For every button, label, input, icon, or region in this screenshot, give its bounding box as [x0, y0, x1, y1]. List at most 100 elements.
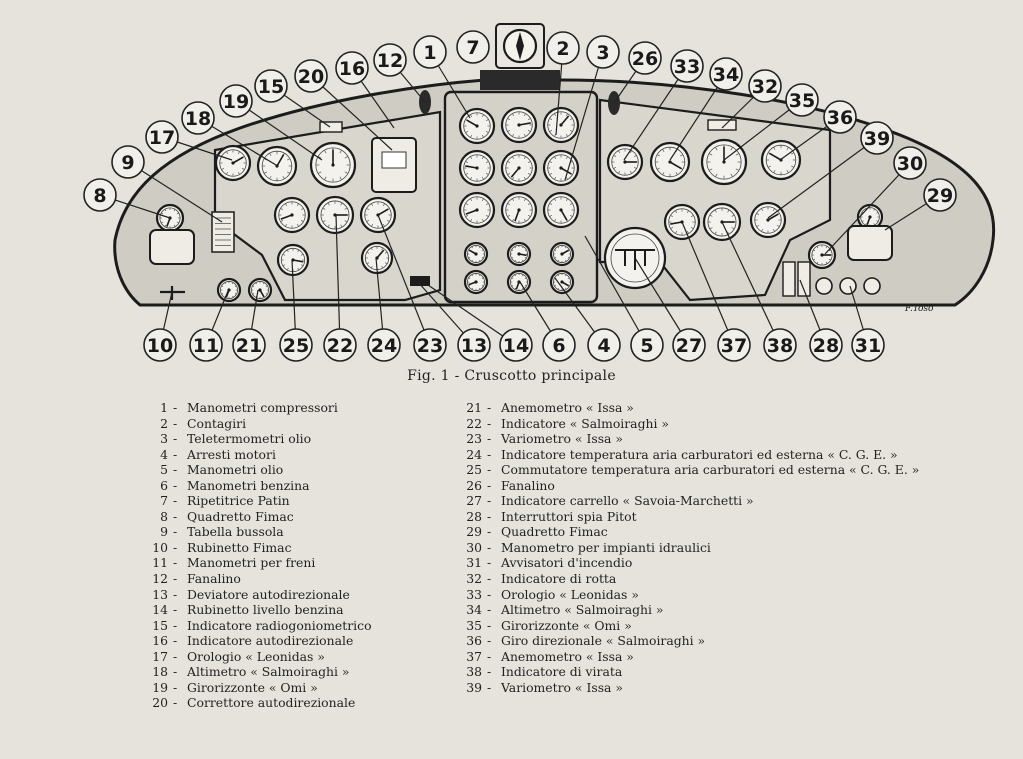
legend-label: Correttore autodirezionale: [187, 695, 356, 711]
gauge-dial: [309, 141, 357, 189]
legend-number: 32: [466, 571, 482, 587]
callout-number: 16: [339, 58, 365, 80]
legend-entry-29: 29-Quadretto Fimac: [454, 524, 1019, 540]
legend-entry-5: 5-Manometri olio: [140, 462, 430, 478]
callout-25: 25: [279, 328, 313, 362]
callout-20: 20: [294, 59, 328, 93]
callout-15: 15: [254, 69, 288, 103]
legend-label: Anemometro « Issa »: [501, 400, 634, 415]
gauge-dial: [315, 195, 355, 235]
legend-dash: -: [173, 602, 178, 618]
gauge-dial: [463, 241, 489, 267]
legend-label: Avvisatori d'incendio: [501, 555, 633, 571]
legend-label: Ripetitrice Patin: [187, 493, 290, 509]
legend-label: Altimetro « Salmoiraghi »: [187, 664, 350, 680]
legend-dash: -: [487, 617, 492, 633]
legend-number: 17: [152, 648, 168, 664]
legend-entry-34: 34-Altimetro « Salmoiraghi »: [454, 602, 1019, 618]
legend-entry-38: 38-Indicatore di virata: [454, 664, 1019, 680]
legend-label: Interruttori spia Pitot: [501, 508, 637, 524]
callout-31: 31: [851, 328, 885, 362]
callout-number: 26: [632, 48, 658, 70]
gauge-dial: [458, 149, 496, 187]
leader-line-37: [681, 221, 735, 346]
leader-line-20: [310, 75, 393, 151]
callout-number: 23: [417, 335, 443, 357]
callout-number: 8: [93, 185, 106, 207]
legend-entry-10: 10-Rubinetto Fimac: [140, 540, 430, 556]
callout-26: 26: [628, 41, 662, 75]
patin-repeater-mount: [480, 70, 560, 90]
legend-label: Variometro « Issa »: [501, 431, 623, 447]
legend-dash: -: [487, 679, 492, 695]
callout-number: 2: [556, 38, 569, 60]
misc-instruments: [149, 28, 893, 300]
fire-warning-lamp: [863, 277, 881, 295]
callout-number: 12: [377, 50, 403, 72]
legend-number: 37: [466, 648, 482, 664]
callout-11: 11: [189, 328, 223, 362]
legend-number: 2: [160, 415, 168, 431]
legend-dash: -: [487, 648, 492, 664]
gauge-dial: [458, 107, 496, 145]
leader-line-30: [824, 162, 911, 255]
callout-number: 34: [713, 64, 739, 86]
legend-number: 10: [152, 539, 168, 555]
legend-label: Arresti motori: [187, 446, 276, 462]
legend-entry-31: 31-Avvisatori d'incendio: [454, 555, 1019, 571]
legend-entry-7: 7-Ripetitrice Patin: [140, 493, 430, 509]
legend-dash: -: [487, 555, 492, 571]
gauge-dial: [256, 145, 298, 187]
legend-dash: -: [487, 462, 492, 478]
legend-entry-35: 35-Girorizzonte « Omi »: [454, 618, 1019, 634]
legend-dash: -: [487, 664, 492, 680]
gauge-dial: [216, 277, 242, 303]
figure-caption: Fig. 1 - Cruscotto principale: [407, 368, 616, 384]
legend-number: 8: [160, 508, 168, 524]
callout-number: 18: [185, 108, 211, 130]
legend-number: 14: [152, 602, 168, 618]
callout-12: 12: [373, 43, 407, 77]
legend-number: 33: [466, 586, 482, 602]
gauge-dial: [749, 201, 787, 239]
legend-entry-30: 30-Manometro per impianti idraulici: [454, 540, 1019, 556]
legend-entry-11: 11-Manometri per freni: [140, 555, 430, 571]
callout-14: 14: [499, 328, 533, 362]
legend-number: 36: [466, 633, 482, 649]
callout-10: 10: [143, 328, 177, 362]
leader-line-3: [564, 51, 604, 181]
legend-label: Girorizzonte « Omi »: [187, 679, 318, 695]
callout-4: 4: [587, 328, 621, 362]
legend-dash: -: [173, 571, 178, 587]
callout-number: 27: [676, 335, 702, 357]
legend-label: Indicatore « Salmoiraghi »: [501, 415, 669, 431]
autodirectional-diverter: [410, 276, 430, 286]
callout-34: 34: [709, 57, 743, 91]
callout-number: 10: [147, 335, 173, 357]
callout-2: 2: [546, 31, 580, 65]
callout-5: 5: [630, 328, 664, 362]
fimac-panel-right: [847, 225, 893, 261]
legend-dash: -: [173, 431, 178, 447]
legend-number: 3: [160, 431, 168, 447]
legend-dash: -: [173, 679, 178, 695]
legend-number: 1: [160, 400, 168, 415]
legend-dash: -: [173, 539, 178, 555]
legend-entry-1: 1-Manometri compressori: [140, 400, 430, 416]
legend-number: 27: [466, 493, 482, 509]
legend-dash: -: [487, 477, 492, 493]
radio-direction-indicator: [319, 121, 343, 133]
fire-warning-lamp: [839, 277, 857, 295]
legend-label: Rubinetto livello benzina: [187, 602, 344, 618]
legend-dash: -: [173, 555, 178, 571]
callout-number: 19: [223, 91, 249, 113]
callout-number: 11: [193, 335, 219, 357]
callout-number: 5: [640, 335, 653, 357]
legend-entry-27: 27-Indicatore carrello « Savoia-Marchett…: [454, 493, 1019, 509]
fire-warning-lamp: [815, 277, 833, 295]
legend-number: 19: [152, 679, 168, 695]
legend-number: 38: [466, 664, 482, 680]
gauge-dial: [542, 191, 580, 229]
legend-entry-14: 14-Rubinetto livello benzina: [140, 602, 430, 618]
legend-dash: -: [173, 508, 178, 524]
